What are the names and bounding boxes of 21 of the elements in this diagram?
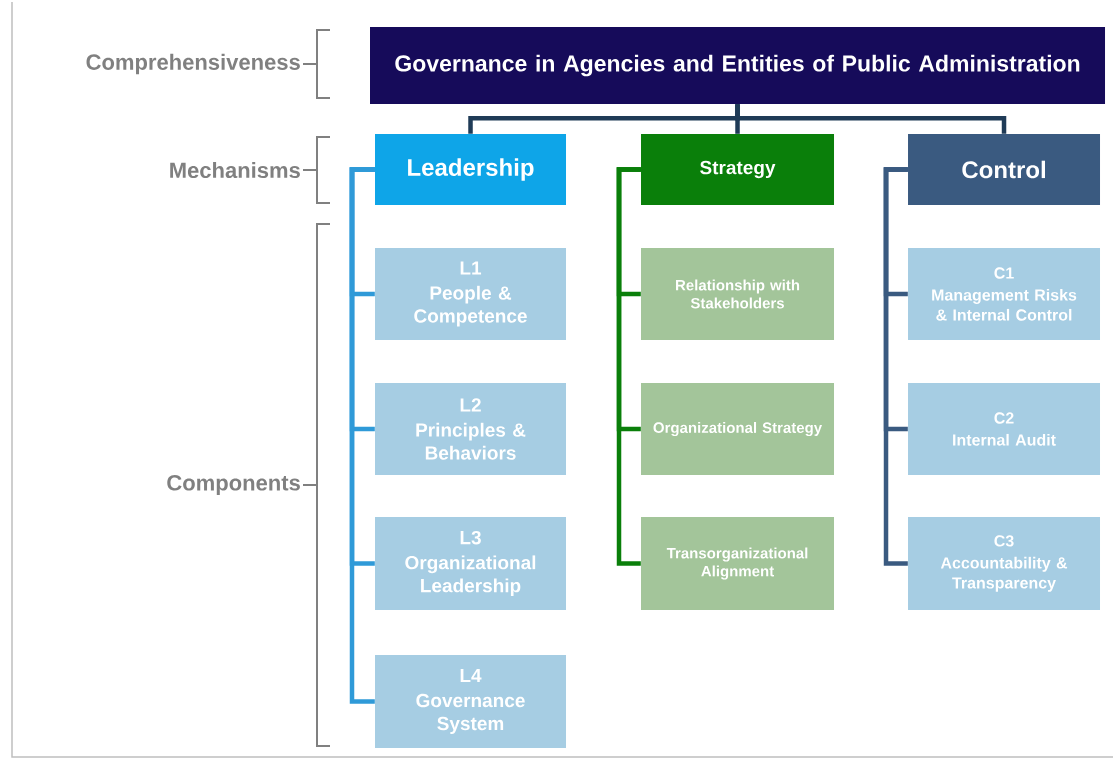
connector <box>349 167 375 704</box>
mechanism-box: Leadership <box>375 134 566 205</box>
connector <box>616 167 641 566</box>
component-box: C3 Accountability & Transparency <box>908 517 1100 610</box>
mechanism-box: Control <box>908 134 1100 205</box>
component-box: L2 Principles & Behaviors <box>375 383 566 475</box>
component-box: L4 Governance System <box>375 655 566 748</box>
component-box: Transorganizational Alignment <box>641 517 834 610</box>
component-box: L3 Organizational Leadership <box>375 517 566 610</box>
connector <box>735 104 1007 134</box>
component-box: C2 Internal Audit <box>908 383 1100 475</box>
component-box: C1 Management Risks & Internal Control <box>908 248 1100 340</box>
mechanism-box: Strategy <box>641 134 834 205</box>
connector <box>883 167 908 566</box>
level-label: Components <box>167 475 300 495</box>
component-box: Organizational Strategy <box>641 383 834 475</box>
level-label: Mechanisms <box>170 161 300 179</box>
level-label: Comprehensiveness <box>86 53 300 75</box>
component-box: Relationship with Stakeholders <box>641 248 834 340</box>
title-box: Governance in Agencies and Entities of Public Administration <box>370 27 1105 104</box>
component-box: L1 People & Competence <box>375 248 566 340</box>
